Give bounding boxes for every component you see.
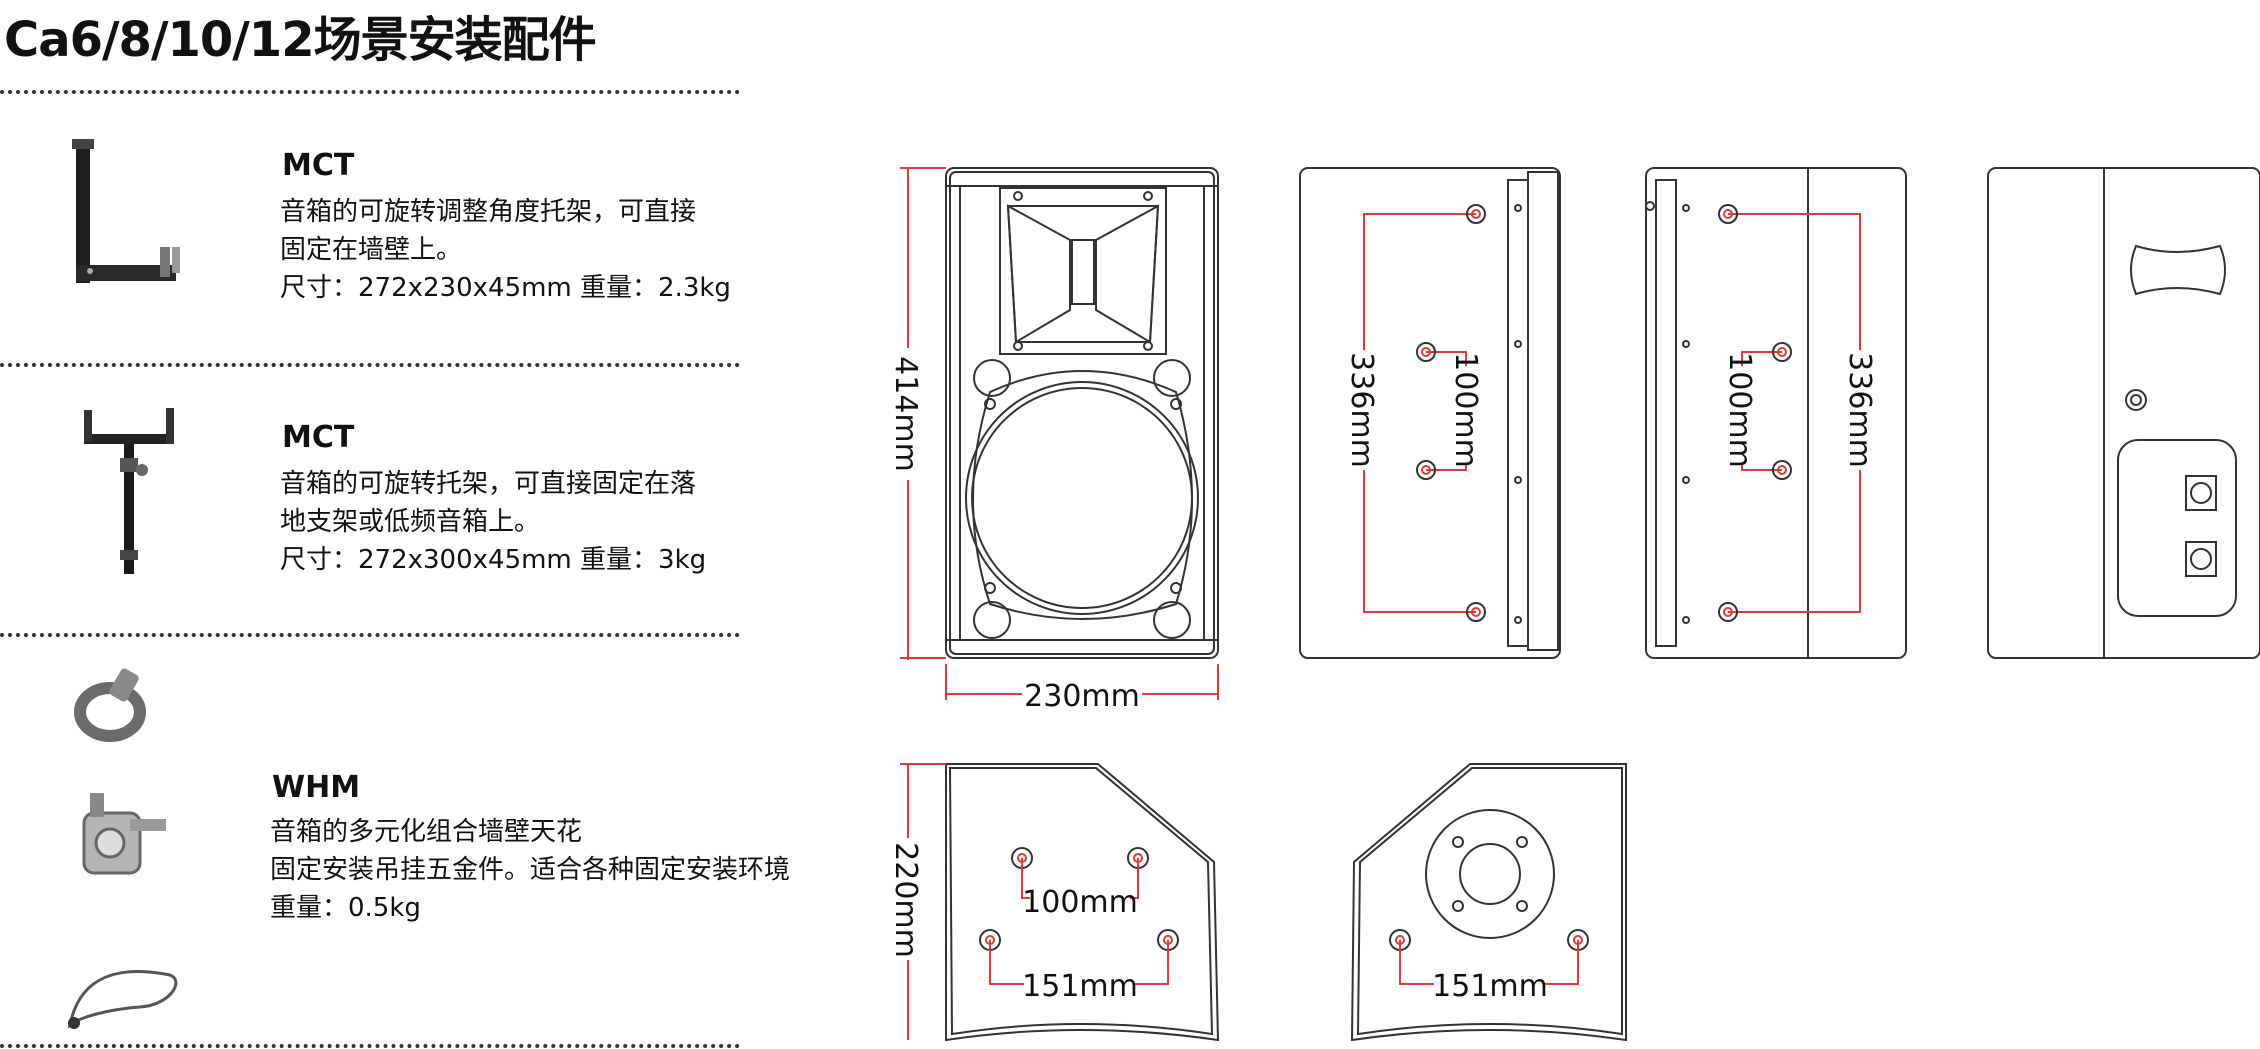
description-line: 尺寸：272x300x45mm 重量：3kg (280, 545, 707, 575)
bottom-outer-label: 151mm (1022, 969, 1138, 1004)
stand-bracket-image (84, 408, 174, 574)
side-right-inner-label: 100mm (1722, 352, 1757, 468)
description-line: 重量：0.5kg (270, 893, 421, 923)
separator (0, 1044, 740, 1048)
description-line: 音箱的可旋转托架，可直接固定在落 (280, 469, 697, 499)
description-line: 固定安装吊挂五金件。适合各种固定安装环境 (270, 855, 791, 885)
description-line: 音箱的可旋转调整角度托架，可直接 (280, 197, 697, 227)
side-view-right (1645, 167, 1907, 659)
accessory-name: MCT (282, 148, 355, 183)
accessory-name: WHM (272, 770, 361, 805)
accessory-description: 音箱的多元化组合墙壁天花 固定安装吊挂五金件。适合各种固定安装环境 重量：0.5… (270, 813, 790, 927)
eye-bolt-image (74, 668, 146, 742)
bottom-inner-label: 100mm (1022, 885, 1138, 920)
accessory-name: MCT (282, 420, 355, 455)
bottom-depth-label: 220mm (888, 842, 923, 958)
description-line: 尺寸：272x230x45mm 重量：2.3kg (280, 273, 731, 303)
accessory-description: 音箱的可旋转托架，可直接固定在落 地支架或低频音箱上。 尺寸：272x300x4… (280, 465, 706, 579)
side-view-left (1299, 167, 1561, 659)
front-width-label: 230mm (1024, 679, 1140, 714)
wall-bracket-image (72, 139, 180, 283)
page-title: Ca6/8/10/12场景安装配件 (4, 12, 597, 68)
top-view (1350, 763, 1627, 1042)
separator (0, 633, 740, 637)
separator (0, 363, 740, 367)
description-line: 固定在墙壁上。 (280, 235, 463, 265)
side-right-outer-label: 336mm (1842, 352, 1877, 468)
description-line: 地支架或低频音箱上。 (280, 507, 541, 537)
front-height-label: 414mm (888, 356, 923, 472)
accessory-description: 音箱的可旋转调整角度托架，可直接 固定在墙壁上。 尺寸：272x230x45mm… (280, 193, 731, 307)
side-left-outer-label: 336mm (1344, 352, 1379, 468)
separator (0, 90, 740, 94)
safety-cable-image (67, 970, 178, 1029)
description-line: 音箱的多元化组合墙壁天花 (270, 817, 583, 847)
clamp-image (82, 793, 166, 875)
front-view (945, 167, 1219, 659)
top-outer-label: 151mm (1432, 969, 1548, 1004)
side-left-inner-label: 100mm (1448, 352, 1483, 468)
rear-view (1987, 167, 2260, 659)
